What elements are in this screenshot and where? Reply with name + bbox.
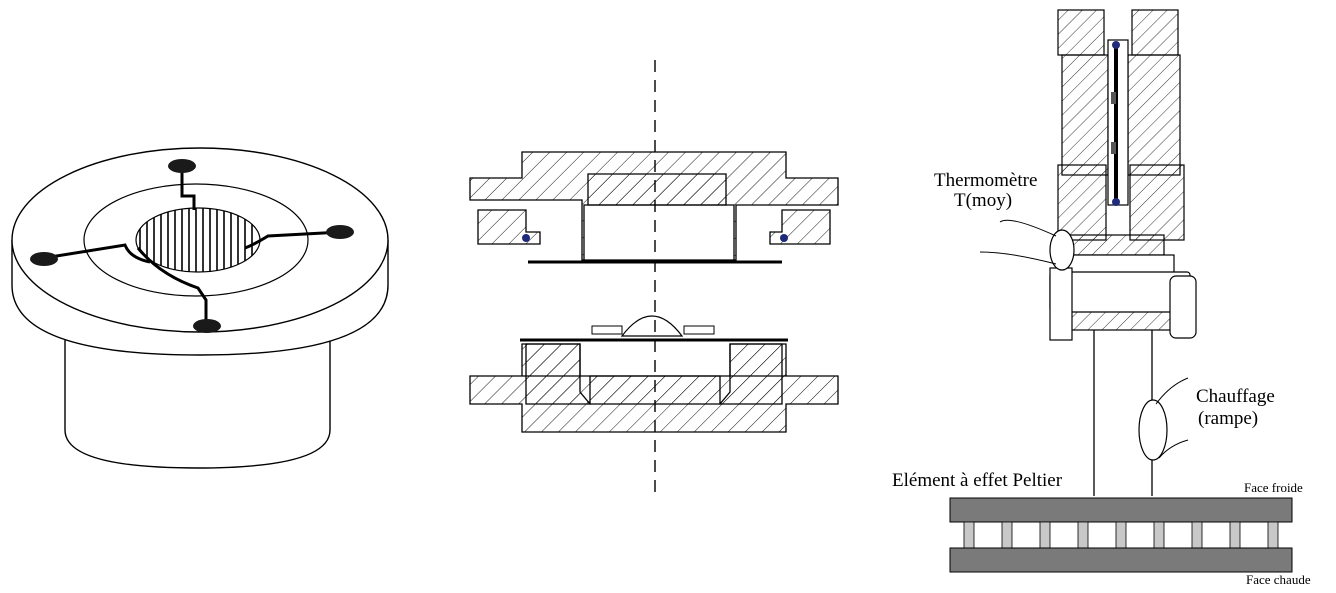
peltier-stand-drawing: Thermomètre T(moy) Chauffage (rampe) Elé… (880, 0, 1336, 588)
electrode-pad-top (168, 159, 196, 173)
electrode-pad-left (30, 252, 58, 266)
heating-label: Chauffage (1196, 386, 1275, 407)
sample-drop (620, 315, 684, 337)
peltier-stand-svg: Thermomètre T(moy) Chauffage (rampe) Elé… (892, 9, 1311, 587)
spacer-right (683, 325, 715, 335)
peltier-cold-plate (949, 497, 1293, 523)
screw-nut (1049, 267, 1073, 341)
o-ring-left (522, 234, 530, 242)
screw-head (1169, 275, 1197, 339)
hot-face-label: Face chaude (1246, 572, 1311, 587)
thermometer-wire-2 (979, 251, 1057, 265)
sensor-element-2 (1111, 142, 1116, 154)
seal-bottom (1112, 198, 1120, 206)
electrode-pad-bottom (193, 319, 221, 333)
inner-groove (83, 183, 309, 297)
heater (1138, 399, 1168, 461)
heater-wire-1 (1155, 377, 1189, 405)
sensor-element-1 (1111, 92, 1116, 104)
sensor-leads (43, 168, 343, 325)
cell-cross-section-drawing (430, 0, 890, 588)
clamp-assembly (1057, 9, 1185, 331)
heater-wire-2 (1158, 439, 1189, 459)
thermometer-sublabel: T(moy) (954, 190, 1012, 211)
upper-block (469, 151, 839, 261)
o-ring-right (780, 234, 788, 242)
cross-section-svg (469, 60, 839, 500)
heating-sublabel: (rampe) (1198, 408, 1258, 429)
sensor-flange-drawing (0, 0, 420, 588)
thermometer-probe (1049, 229, 1075, 271)
lower-block (469, 343, 839, 433)
thermometer-label: Thermomètre (934, 170, 1037, 191)
flange-cylinder (64, 330, 331, 469)
electrode-pad-right (326, 225, 354, 239)
thermometer-wire-1 (999, 219, 1057, 237)
peltier-legs (963, 521, 1279, 549)
peltier-hot-plate (949, 547, 1293, 573)
seal-top (1112, 41, 1120, 49)
sensor-flange-svg (11, 147, 389, 469)
spacer-left (591, 325, 623, 335)
cold-face-label: Face froide (1244, 480, 1303, 495)
peltier-label: Elément à effet Peltier (892, 470, 1063, 491)
